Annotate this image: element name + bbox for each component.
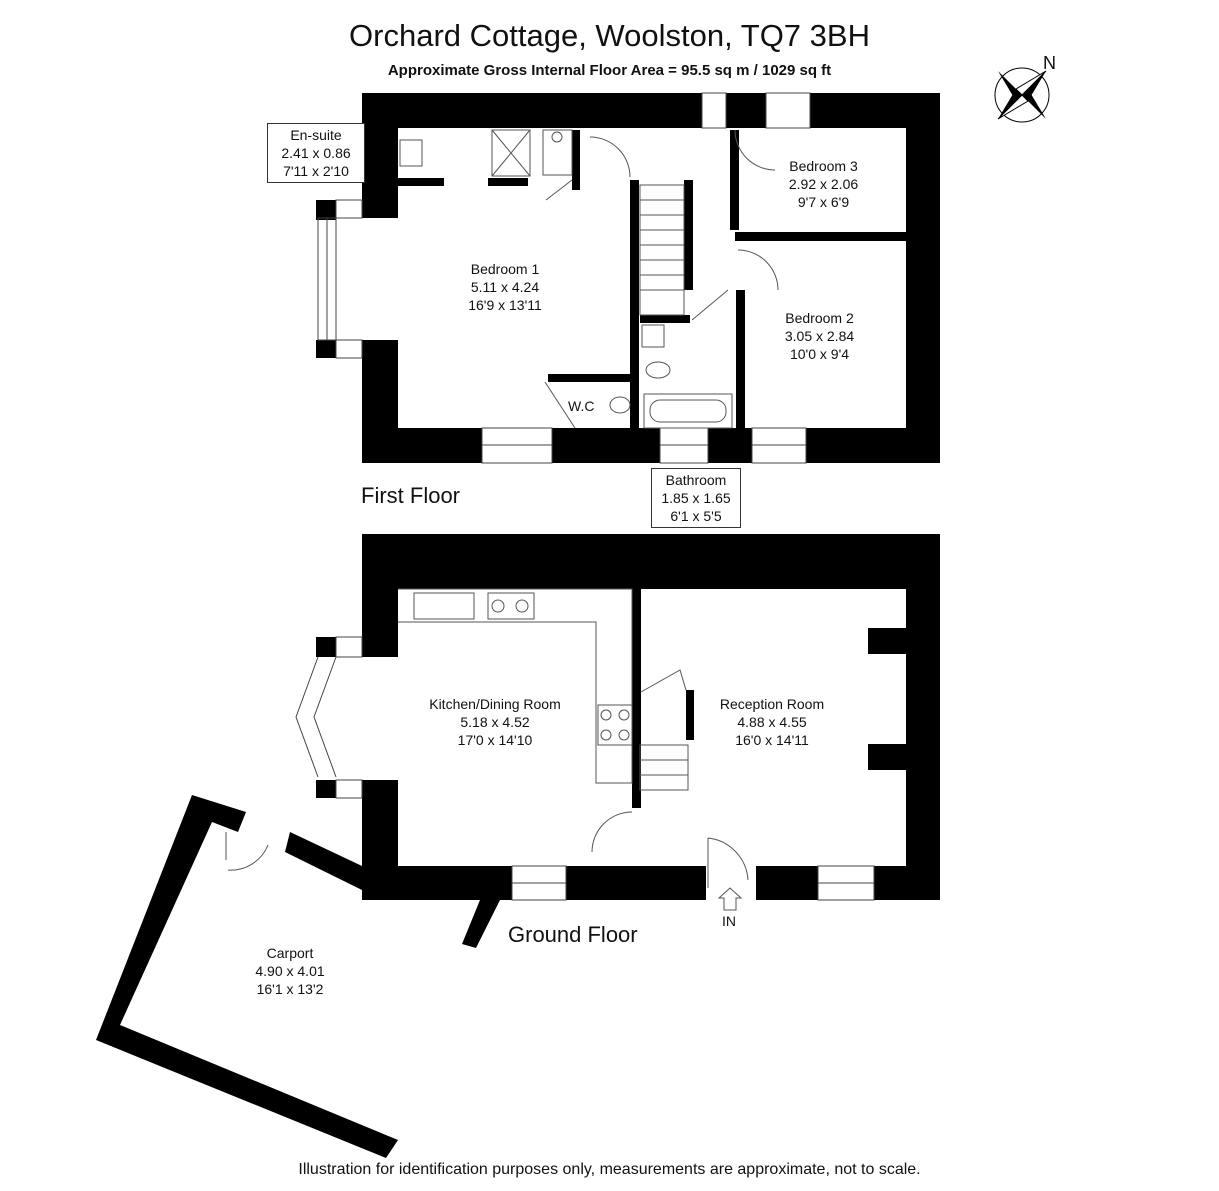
carport-name: Carport: [266, 945, 314, 961]
ensuite-metric: 2.41 x 0.86: [281, 145, 351, 161]
room-label-bedroom1: Bedroom 1 5.11 x 4.24 16'9 x 13'11: [440, 260, 570, 314]
room-label-bathroom: Bathroom 1.85 x 1.65 6'1 x 5'5: [651, 468, 741, 528]
room-label-wc: W.C: [568, 398, 595, 414]
compass-rose-icon: [994, 67, 1050, 123]
bedroom2-imperial: 10'0 x 9'4: [789, 346, 850, 362]
first-floor-fixtures: [399, 129, 779, 429]
room-label-kitchen: Kitchen/Dining Room 5.18 x 4.52 17'0 x 1…: [410, 695, 580, 749]
ground-floor-windows: [295, 636, 875, 901]
reception-imperial: 16'0 x 14'11: [735, 732, 809, 748]
bedroom1-metric: 5.11 x 4.24: [470, 279, 540, 295]
ensuite-imperial: 7'11 x 2'10: [283, 163, 349, 179]
room-label-ensuite: En-suite 2.41 x 0.86 7'11 x 2'10: [267, 123, 365, 183]
disclaimer-footer: Illustration for identification purposes…: [298, 1161, 921, 1178]
entrance-arrow-icon: [717, 887, 743, 911]
kitchen-metric: 5.18 x 4.52: [460, 714, 530, 730]
carport-imperial: 16'1 x 13'2: [256, 981, 324, 997]
bathroom-imperial: 6'1 x 5'5: [670, 508, 722, 524]
bedroom3-metric: 2.92 x 2.06: [788, 176, 859, 192]
first-floor-walls: [316, 93, 940, 463]
room-label-carport: Carport 4.90 x 4.01 16'1 x 13'2: [240, 944, 340, 998]
ground-floor-walls: [96, 534, 940, 1158]
compass-north-label: N: [1043, 53, 1056, 73]
kitchen-fixtures: [398, 588, 633, 784]
bedroom2-metric: 3.05 x 2.84: [784, 328, 855, 344]
ground-floor-label: Ground Floor: [508, 922, 638, 947]
first-floor-stairs: [639, 184, 685, 316]
reception-metric: 4.88 x 4.55: [737, 714, 807, 730]
page-title: Orchard Cottage, Woolston, TQ7 3BH: [349, 18, 870, 53]
bedroom2-name: Bedroom 2: [785, 310, 854, 326]
ensuite-name: En-suite: [290, 127, 342, 143]
ground-floor-stairs: [225, 669, 749, 888]
bedroom3-imperial: 9'7 x 6'9: [797, 194, 850, 210]
bathroom-metric: 1.85 x 1.65: [661, 490, 731, 506]
reception-name: Reception Room: [719, 696, 825, 712]
bedroom1-name: Bedroom 1: [470, 261, 540, 277]
room-label-bedroom2: Bedroom 2 3.05 x 2.84 10'0 x 9'4: [762, 309, 877, 363]
kitchen-name: Kitchen/Dining Room: [429, 696, 561, 712]
first-floor-windows: [317, 92, 811, 464]
bathroom-name: Bathroom: [665, 472, 727, 488]
first-floor-plan: [316, 92, 940, 464]
ground-floor-plan: [96, 534, 940, 1158]
room-label-bedroom3: Bedroom 3 2.92 x 2.06 9'7 x 6'9: [766, 157, 881, 211]
first-floor-label: First Floor: [361, 483, 460, 508]
entrance-label: IN: [722, 913, 736, 929]
bedroom1-imperial: 16'9 x 13'11: [468, 297, 542, 313]
kitchen-imperial: 17'0 x 14'10: [457, 732, 533, 748]
room-label-reception: Reception Room 4.88 x 4.55 16'0 x 14'11: [704, 695, 840, 749]
bedroom3-name: Bedroom 3: [789, 158, 858, 174]
floor-area-subtitle: Approximate Gross Internal Floor Area = …: [387, 62, 832, 79]
carport-metric: 4.90 x 4.01: [255, 963, 325, 979]
